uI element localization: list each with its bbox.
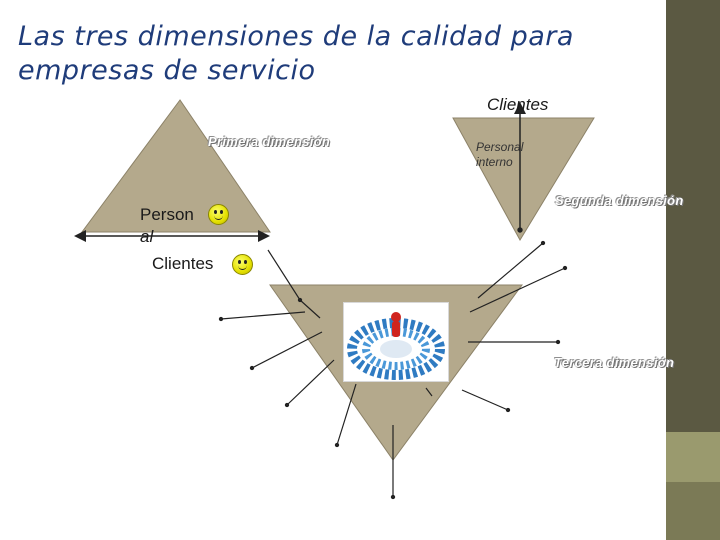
personal-label-line2: al <box>140 227 154 246</box>
personal-label-line1: Person <box>140 205 194 224</box>
decorative-sidebar-block <box>666 432 720 482</box>
people-crowd-icon <box>343 302 449 382</box>
clientes-left-label: Clientes <box>152 254 214 273</box>
clientes-top-label: Clientes <box>487 95 549 114</box>
second-dimension-triangle <box>452 117 595 241</box>
third-dimension-label: Tercera dimensión <box>554 355 675 370</box>
decorative-sidebar-block-bottom <box>666 482 720 540</box>
personal-interno-label-line1: Personal <box>476 140 524 154</box>
third-dimension-rays <box>218 240 568 500</box>
smiley-face-icon <box>232 254 253 275</box>
smiley-face-icon <box>208 204 229 225</box>
personal-interno-label-line2: interno <box>476 155 513 169</box>
second-dimension-label: Segunda dimensión <box>555 193 684 208</box>
slide-title: Las tres dimensiones de la calidad para … <box>18 21 574 86</box>
first-dimension-label: Primera dimensión <box>208 134 331 149</box>
